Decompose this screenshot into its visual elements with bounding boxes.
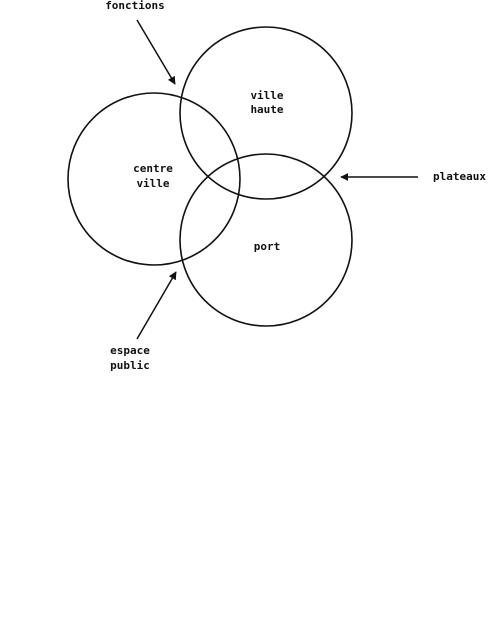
callout-plateaux-label: plateaux (433, 170, 486, 183)
label-ville-haute-line1: ville (250, 89, 283, 102)
label-ville-haute-line2: haute (250, 103, 283, 116)
arrow-fonctions (136, 19, 176, 85)
callout-espace-public-line1: espace (110, 344, 150, 357)
label-centre-ville-line1: centre (133, 162, 173, 175)
arrow-espace-public (136, 271, 177, 340)
label-port: port (254, 240, 281, 253)
circle-ville-haute (179, 26, 353, 200)
label-centre-ville-line2: ville (136, 177, 169, 190)
callout-espace-public-line2: public (110, 359, 150, 372)
circle-port (179, 153, 353, 327)
callout-fonctions-label: fonctions (105, 0, 165, 12)
circle-centre-ville (67, 92, 241, 266)
